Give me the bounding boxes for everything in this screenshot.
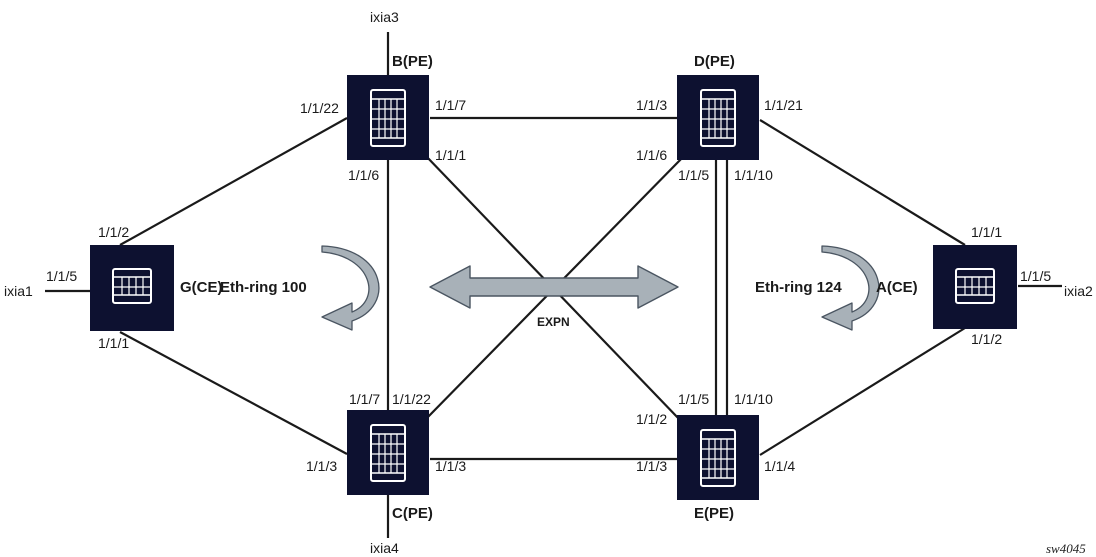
port-label: 1/1/2 [971,331,1002,347]
router-b[interactable] [347,75,429,160]
expn-label: EXPN [537,315,570,329]
ring-arrow-left-icon [321,245,380,331]
link-e-a [759,327,966,456]
link-d-a [759,119,966,246]
tester-label-ixia3: ixia3 [370,9,399,25]
router-icon [700,89,736,147]
port-label: 1/1/2 [98,224,129,240]
port-label: 1/1/10 [734,391,773,407]
port-label: 1/1/1 [98,335,129,351]
router-d-body [677,75,759,160]
expn-double-arrow-icon [429,265,679,309]
port-label: 1/1/1 [971,224,1002,240]
port-label: 1/1/5 [678,391,709,407]
port-label: 1/1/7 [349,391,380,407]
port-label: 1/1/1 [435,147,466,163]
router-icon [955,268,995,304]
tester-label-ixia4: ixia4 [370,540,399,556]
port-label: 1/1/5 [678,167,709,183]
port-label: 1/1/6 [636,147,667,163]
port-label: 1/1/5 [1020,268,1051,284]
router-icon [700,429,736,487]
node-label-c: C(PE) [392,505,433,522]
node-label-e: E(PE) [694,505,734,522]
link-g-c [119,331,348,455]
port-label: 1/1/3 [636,458,667,474]
router-g[interactable] [90,245,174,331]
port-label: 1/1/3 [306,458,337,474]
router-a[interactable] [933,245,1017,329]
tester-label-ixia2: ixia2 [1064,283,1093,299]
ring-arrow-right-icon [821,245,880,331]
port-label: 1/1/7 [435,97,466,113]
tester-label-ixia1: ixia1 [4,283,33,299]
router-b-body [347,75,429,160]
port-label: 1/1/3 [435,458,466,474]
node-label-d: D(PE) [694,53,735,70]
router-c[interactable] [347,410,429,495]
port-label: 1/1/22 [392,391,431,407]
router-d[interactable] [677,75,759,160]
port-label: 1/1/21 [764,97,803,113]
port-label: 1/1/5 [46,268,77,284]
port-label: 1/1/22 [300,100,339,116]
router-c-body [347,410,429,495]
node-label-b: B(PE) [392,53,433,70]
link-b-g [119,117,348,246]
router-icon [370,424,406,482]
node-label-g: G(CE) [180,279,223,296]
port-label: 1/1/6 [348,167,379,183]
ring-label-left: Eth-ring 100 [220,279,307,296]
ring-label-right: Eth-ring 124 [755,279,842,296]
node-label-a: A(CE) [876,279,918,296]
port-label: 1/1/3 [636,97,667,113]
port-label: 1/1/4 [764,458,795,474]
router-g-body [90,245,174,331]
router-e-body [677,415,759,500]
router-icon [112,268,152,304]
figure-tag: sw4045 [1046,541,1086,556]
port-label: 1/1/10 [734,167,773,183]
port-label: 1/1/2 [636,411,667,427]
links [45,32,1062,538]
router-e[interactable] [677,415,759,500]
router-icon [370,89,406,147]
